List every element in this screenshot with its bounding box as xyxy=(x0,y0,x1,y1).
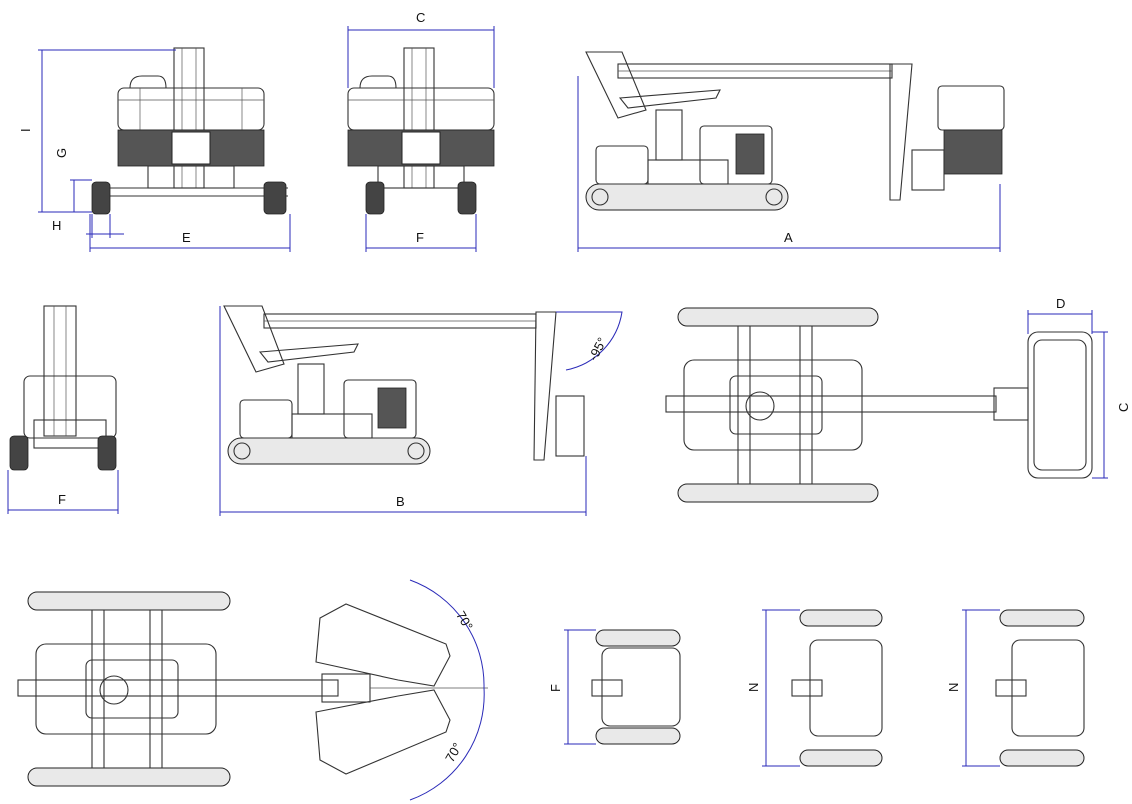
dim-label-A: A xyxy=(784,230,793,245)
top-view-extended xyxy=(665,307,1093,503)
side-view-jib-down xyxy=(223,305,585,465)
track-width-view-F-dimensions: F xyxy=(548,629,596,745)
dim-label-N-second: N xyxy=(946,683,961,692)
dim-label-F-bottom: F xyxy=(548,684,563,692)
width-view-N1 xyxy=(791,609,883,767)
dim-label-N-first: N xyxy=(746,683,761,692)
width-view-N1-dimensions: N xyxy=(746,609,800,767)
dim-label-G: G xyxy=(54,148,69,158)
top-view-extended-dimensions: D C xyxy=(1027,296,1131,479)
rear-view xyxy=(9,305,117,471)
angle-label-rot-bottom: 70° xyxy=(442,740,465,765)
rear-view-dimensions: F xyxy=(7,470,119,514)
side-view-jib-down-dimensions: B -95° xyxy=(219,306,623,516)
dim-label-F-front: F xyxy=(416,230,424,245)
side-view-stowed xyxy=(585,51,1005,211)
dim-label-B: B xyxy=(396,494,405,509)
front-view-compact-dimensions: C F xyxy=(347,10,495,252)
dim-label-F-rear: F xyxy=(58,492,66,507)
dim-label-C-top: C xyxy=(416,10,425,25)
angle-label-jib: -95° xyxy=(585,335,610,363)
dim-label-C-side: C xyxy=(1116,403,1131,412)
front-view-compact xyxy=(347,47,495,215)
dim-label-H: H xyxy=(52,218,61,233)
front-view-dimensions: I G H E xyxy=(18,49,291,252)
width-view-N2-dimensions: N xyxy=(946,609,1000,767)
track-width-view-F xyxy=(591,629,681,745)
top-view-rotation xyxy=(17,591,488,787)
side-view-stowed-dimensions: A xyxy=(577,76,1001,252)
front-view-outriggers xyxy=(91,47,288,215)
dim-label-I: I xyxy=(18,128,33,132)
dim-label-D: D xyxy=(1056,296,1065,311)
width-view-N2 xyxy=(995,609,1085,767)
top-view-rotation-dimensions: 70° 70° xyxy=(409,579,485,801)
dim-label-E: E xyxy=(182,230,191,245)
